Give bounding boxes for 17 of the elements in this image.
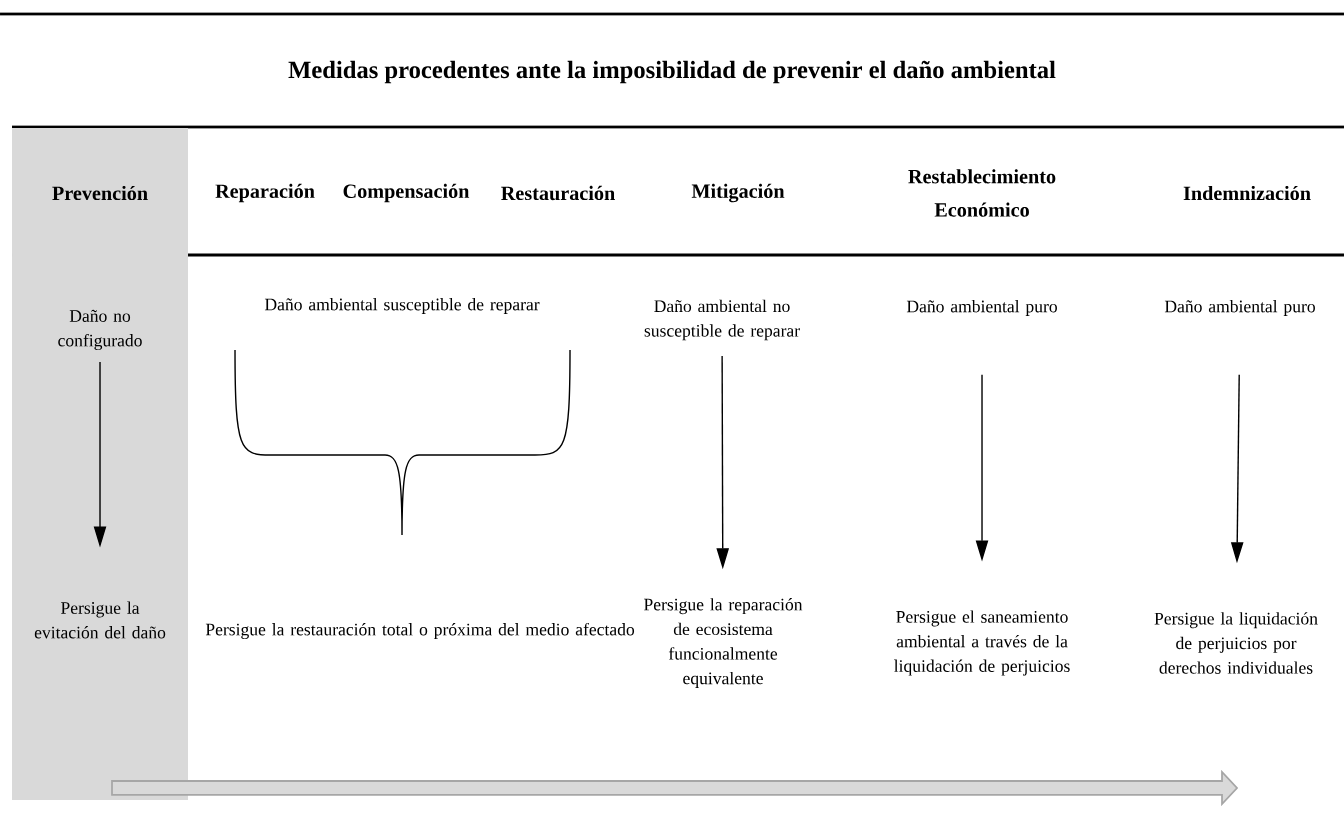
column-header: Mitigación — [691, 183, 785, 203]
node-text: Persigue la reparación de ecosistema funcionalmente equivalente — [644, 598, 803, 688]
column-header: Restauración — [501, 185, 615, 201]
column-header: Indemnización — [1183, 185, 1311, 201]
node-text: Persigue la liquidación de perjuicios por derechos individuales — [1154, 612, 1318, 674]
column-header: Compensación — [343, 183, 470, 203]
node-text: Daño no configurado — [58, 309, 142, 351]
title: Medidas procedentes ante la imposibilidad de prevenir el daño ambiental — [288, 60, 1056, 84]
node-text: Daño ambiental puro — [906, 300, 1057, 316]
column-header: Reparación — [215, 183, 315, 203]
node-text: Persigue el saneamiento ambiental a través de la liquidación de perjuicios — [894, 610, 1070, 676]
node-text: Daño ambiental puro — [1164, 300, 1315, 316]
column-header: Restablecimiento Económico — [908, 169, 1056, 217]
node-text: Persigue la restauración total o próxima del medio afectado — [205, 622, 635, 640]
node-text: Daño ambiental susceptible de reparar — [264, 298, 540, 314]
node-text: Daño ambiental no susceptible de reparar — [644, 299, 800, 341]
node-text: Persigue la evitación del daño — [34, 601, 166, 639]
